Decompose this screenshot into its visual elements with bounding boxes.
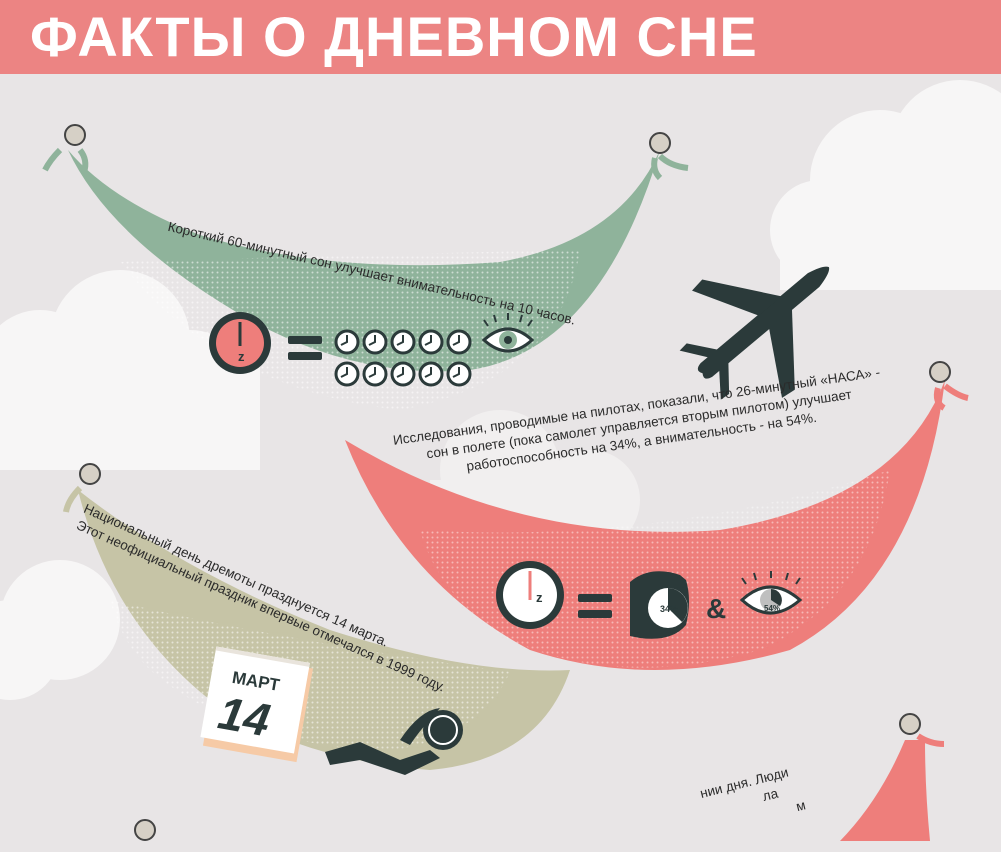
clock-icon	[446, 329, 472, 355]
hook-icon	[899, 713, 921, 735]
clock-icon	[418, 329, 444, 355]
hook-icon	[79, 463, 101, 485]
airplane-icon	[679, 266, 830, 400]
clock-icon	[418, 361, 444, 387]
clock-icon	[390, 329, 416, 355]
eye-icon	[739, 571, 803, 615]
timer-letter: z	[536, 590, 543, 605]
eye-icon	[481, 313, 535, 353]
hook-icon	[64, 124, 86, 146]
calendar-day: 14	[215, 686, 274, 746]
sleeping-person-icon	[325, 708, 463, 775]
work-capacity-badge: 34%	[660, 604, 678, 614]
clock-icon	[446, 361, 472, 387]
timer-icon: z	[209, 312, 271, 374]
equals-icon	[578, 594, 612, 618]
page-title: ФАКТЫ О ДНЕВНОМ СНЕ	[30, 5, 758, 68]
clock-icon	[390, 361, 416, 387]
hammock-pink-partial	[134, 713, 945, 841]
clock-icon	[334, 329, 360, 355]
clock-icon	[334, 361, 360, 387]
ampersand: &	[706, 593, 726, 624]
cloud-bottom-left	[0, 560, 120, 700]
timer-letter: z	[238, 349, 245, 364]
attention-badge: 54%	[764, 604, 780, 613]
cloud-right	[770, 80, 1001, 290]
clock-icons	[334, 329, 472, 387]
equals-icon	[288, 336, 322, 360]
hook-icon	[649, 132, 671, 154]
header-banner: ФАКТЫ О ДНЕВНОМ СНЕ	[0, 0, 1001, 74]
clock-icon	[362, 329, 388, 355]
hook-icon	[929, 361, 951, 383]
calendar-icon: МАРТ 14	[200, 646, 313, 763]
fist-icon	[630, 571, 689, 639]
cloud-left	[0, 270, 260, 470]
hook-icon	[134, 819, 156, 841]
timer-icon: z	[496, 561, 564, 629]
clock-icon	[362, 361, 388, 387]
